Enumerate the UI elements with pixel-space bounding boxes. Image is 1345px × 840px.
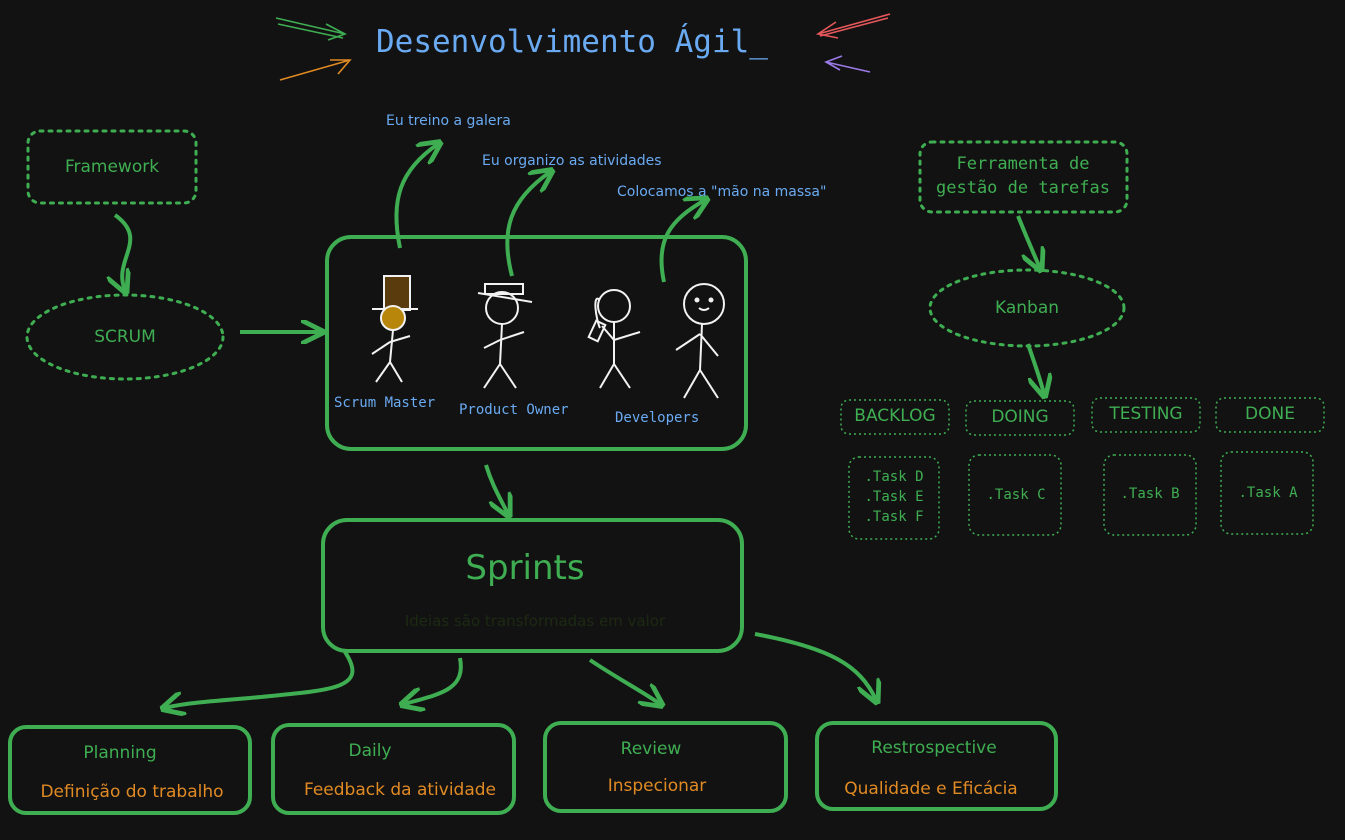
product-owner-label: Product Owner [459,402,569,418]
product-owner-note: Eu organizo as atividades [482,153,662,169]
backlog-header-box [840,399,950,435]
page-title: Desenvolvimento Ágil_ [376,24,768,60]
scrum-team-box [325,235,748,451]
sprints-subtitle: Ideias são transformadas em valor [404,612,666,630]
scrum-master-figure [371,275,418,383]
daily-box [271,723,516,815]
scrum-master-label: Scrum Master [334,395,436,411]
developer-male-figure [675,283,725,399]
tool-label-line2: gestão de tarefas [936,178,1110,198]
sprints-box [321,518,744,653]
task-a: .Task A [1238,485,1298,501]
developers-note-arrow [659,200,705,283]
retrospective-box [815,721,1058,811]
product-owner-note-arrow [505,172,550,277]
daily-desc: Feedback da atividade [303,780,497,800]
task-f: .Task F [864,509,924,525]
decorative-title-arrows [275,13,891,81]
planning-desc: Definição do trabalho [40,782,224,802]
scrum-ellipse [25,293,225,381]
doing-header: DOING [991,407,1049,427]
task-e: .Task E [864,489,924,505]
review-title: Review [620,739,682,759]
backlog-tasks-box [848,456,940,540]
testing-header-box [1091,397,1201,433]
sprints-to-daily-arrow [404,657,463,704]
testing-tasks-box [1103,454,1197,536]
doing-header-box [965,400,1075,436]
retrospective-title: Restrospective [871,738,997,758]
review-box [543,721,788,813]
task-b: .Task B [1120,486,1180,502]
testing-header: TESTING [1109,404,1183,424]
kanban-to-board-arrow [1026,343,1044,394]
scrum-master-note: Eu treino a galera [386,113,511,129]
tool-to-kanban-arrow [1016,215,1040,268]
developers-note: Colocamos a "mão na massa" [617,184,827,200]
product-owner-figure [477,283,533,389]
team-to-sprints-arrow [484,464,508,514]
backlog-header: BACKLOG [854,406,936,426]
developer-female-figure [587,289,641,389]
scrum-master-note-arrow [394,144,438,249]
developers-label: Developers [615,410,700,426]
done-header: DONE [1245,404,1295,424]
done-tasks-box [1220,451,1314,535]
framework-box [26,129,198,205]
kanban-label: Kanban [994,298,1060,318]
daily-title: Daily [348,741,392,761]
planning-title: Planning [83,743,157,763]
scrum-label: SCRUM [94,327,156,347]
tool-box [918,140,1129,214]
retrospective-desc: Qualidade e Eficácia [844,779,1018,799]
tool-label-line1: Ferramenta de [956,154,1090,174]
framework-to-scrum-arrow [115,213,133,290]
task-c: .Task C [986,487,1046,503]
framework-label: Framework [64,157,160,177]
sprints-to-review-arrow [588,658,660,704]
review-desc: Inspecionar [607,776,707,796]
done-header-box [1215,397,1325,433]
sprints-to-retrospective-arrow [754,632,876,700]
sprints-to-planning-arrow [165,650,355,708]
doing-tasks-box [968,454,1062,536]
task-d: .Task D [864,469,924,485]
planning-box [8,725,252,815]
sprints-title: Sprints [465,548,585,588]
